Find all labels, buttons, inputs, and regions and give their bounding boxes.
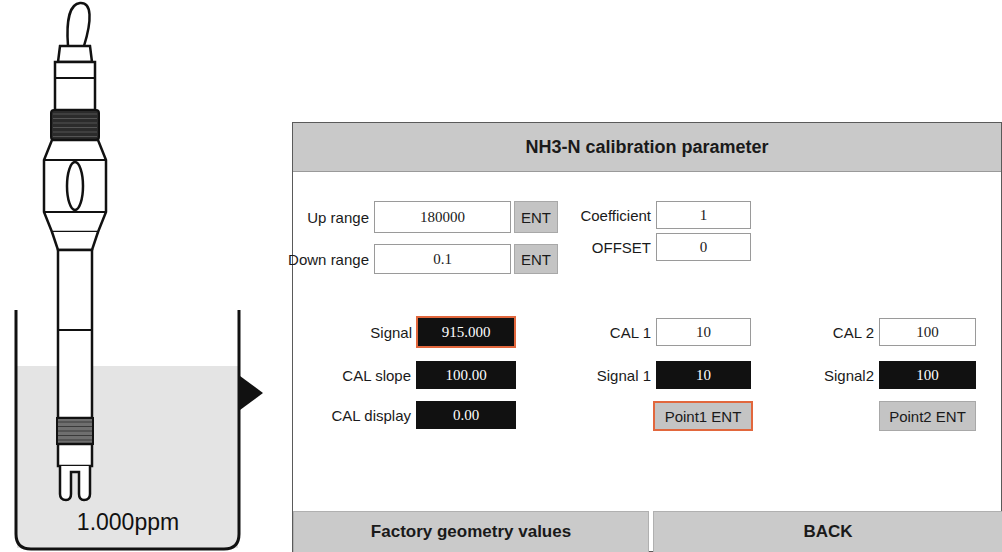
button-label: Factory geometry values	[371, 522, 571, 542]
point-button: Point1 ENT	[653, 401, 753, 431]
probe-taper	[52, 232, 98, 250]
field-value: 100	[916, 367, 939, 384]
pointer-triangle	[240, 376, 263, 410]
field-value: 10	[696, 367, 711, 384]
thread-line	[53, 127, 97, 128]
enter-button: ENT	[514, 201, 558, 233]
readout-field: CAL display0.00	[416, 401, 516, 429]
probe-lower-thread	[57, 418, 93, 444]
button-label: ENT	[521, 209, 551, 226]
probe-hex-nut	[44, 140, 106, 232]
field-label: Signal 1	[597, 367, 651, 384]
field-value: 0	[700, 239, 708, 256]
input-field: CAL 110	[656, 318, 751, 346]
field-label: CAL 1	[610, 324, 651, 341]
field-value: 180000	[420, 209, 465, 226]
concentration-label: 1.000ppm	[16, 507, 240, 537]
thread-line	[53, 122, 97, 123]
thread-line	[58, 421, 92, 422]
input-field: CAL 2100	[879, 318, 976, 346]
readout-field: Signal2100	[879, 361, 976, 389]
probe-cable	[68, 3, 90, 46]
hex-window	[67, 162, 83, 210]
hex-edge	[44, 159, 106, 161]
probe-cap	[58, 46, 92, 62]
probe-tip-body	[58, 444, 92, 466]
enter-button: ENT	[514, 244, 558, 274]
thread-line	[53, 113, 97, 114]
field-value: 1	[700, 207, 708, 224]
field-label: Signal2	[824, 367, 874, 384]
thread-line	[53, 136, 97, 137]
field-label: Signal	[370, 324, 412, 341]
button-label: ENT	[521, 251, 551, 268]
probe-body	[58, 250, 92, 418]
thread-line	[58, 435, 92, 436]
readout-field: CAL slope100.00	[416, 361, 516, 389]
point-button: Point2 ENT	[879, 401, 976, 431]
field-label: CAL slope	[342, 367, 411, 384]
field-value: 0.00	[453, 407, 479, 424]
field-value: 10	[696, 324, 711, 341]
readout-field: Signal 110	[656, 361, 751, 389]
beaker	[16, 310, 239, 549]
thread-line	[58, 426, 92, 427]
input-field: Coefficient1	[656, 201, 751, 229]
thread-line	[53, 118, 97, 119]
field-label: Up range	[307, 209, 369, 226]
field-label: Coefficient	[580, 207, 651, 224]
thread-line	[58, 439, 92, 440]
footer-button: BACK	[653, 511, 1002, 552]
field-value: 0.1	[433, 251, 452, 268]
probe-guard	[60, 466, 90, 500]
button-label: Point1 ENT	[665, 408, 742, 425]
input-field: OFFSET0	[656, 233, 751, 261]
thread-lines	[58, 422, 92, 440]
readout-field: Signal915.000	[416, 316, 516, 348]
field-value: 915.000	[442, 324, 491, 341]
dialog-panel: Up range180000ENTCoefficient1Down range0…	[292, 122, 1002, 552]
input-field: Down range0.1	[374, 244, 511, 274]
field-label: CAL display	[332, 407, 411, 424]
footer-button: Factory geometry values	[293, 511, 649, 552]
field-label: OFFSET	[592, 239, 651, 256]
field-label: Down range	[288, 251, 369, 268]
input-field: Up range180000	[374, 201, 511, 233]
field-value: 100.00	[445, 367, 486, 384]
dialog-title: NH3-N calibration parameter	[293, 123, 1001, 172]
probe-thread	[51, 110, 99, 140]
probe-ring	[55, 77, 95, 79]
field-label: CAL 2	[833, 324, 874, 341]
hex-edge	[44, 211, 106, 213]
field-value: 100	[916, 324, 939, 341]
probe-head	[55, 62, 95, 110]
thread-line	[53, 131, 97, 132]
thread-line	[58, 430, 92, 431]
button-label: BACK	[803, 522, 852, 542]
thread-lines	[53, 114, 97, 137]
probe-joint	[58, 329, 92, 331]
button-label: Point2 ENT	[889, 408, 966, 425]
